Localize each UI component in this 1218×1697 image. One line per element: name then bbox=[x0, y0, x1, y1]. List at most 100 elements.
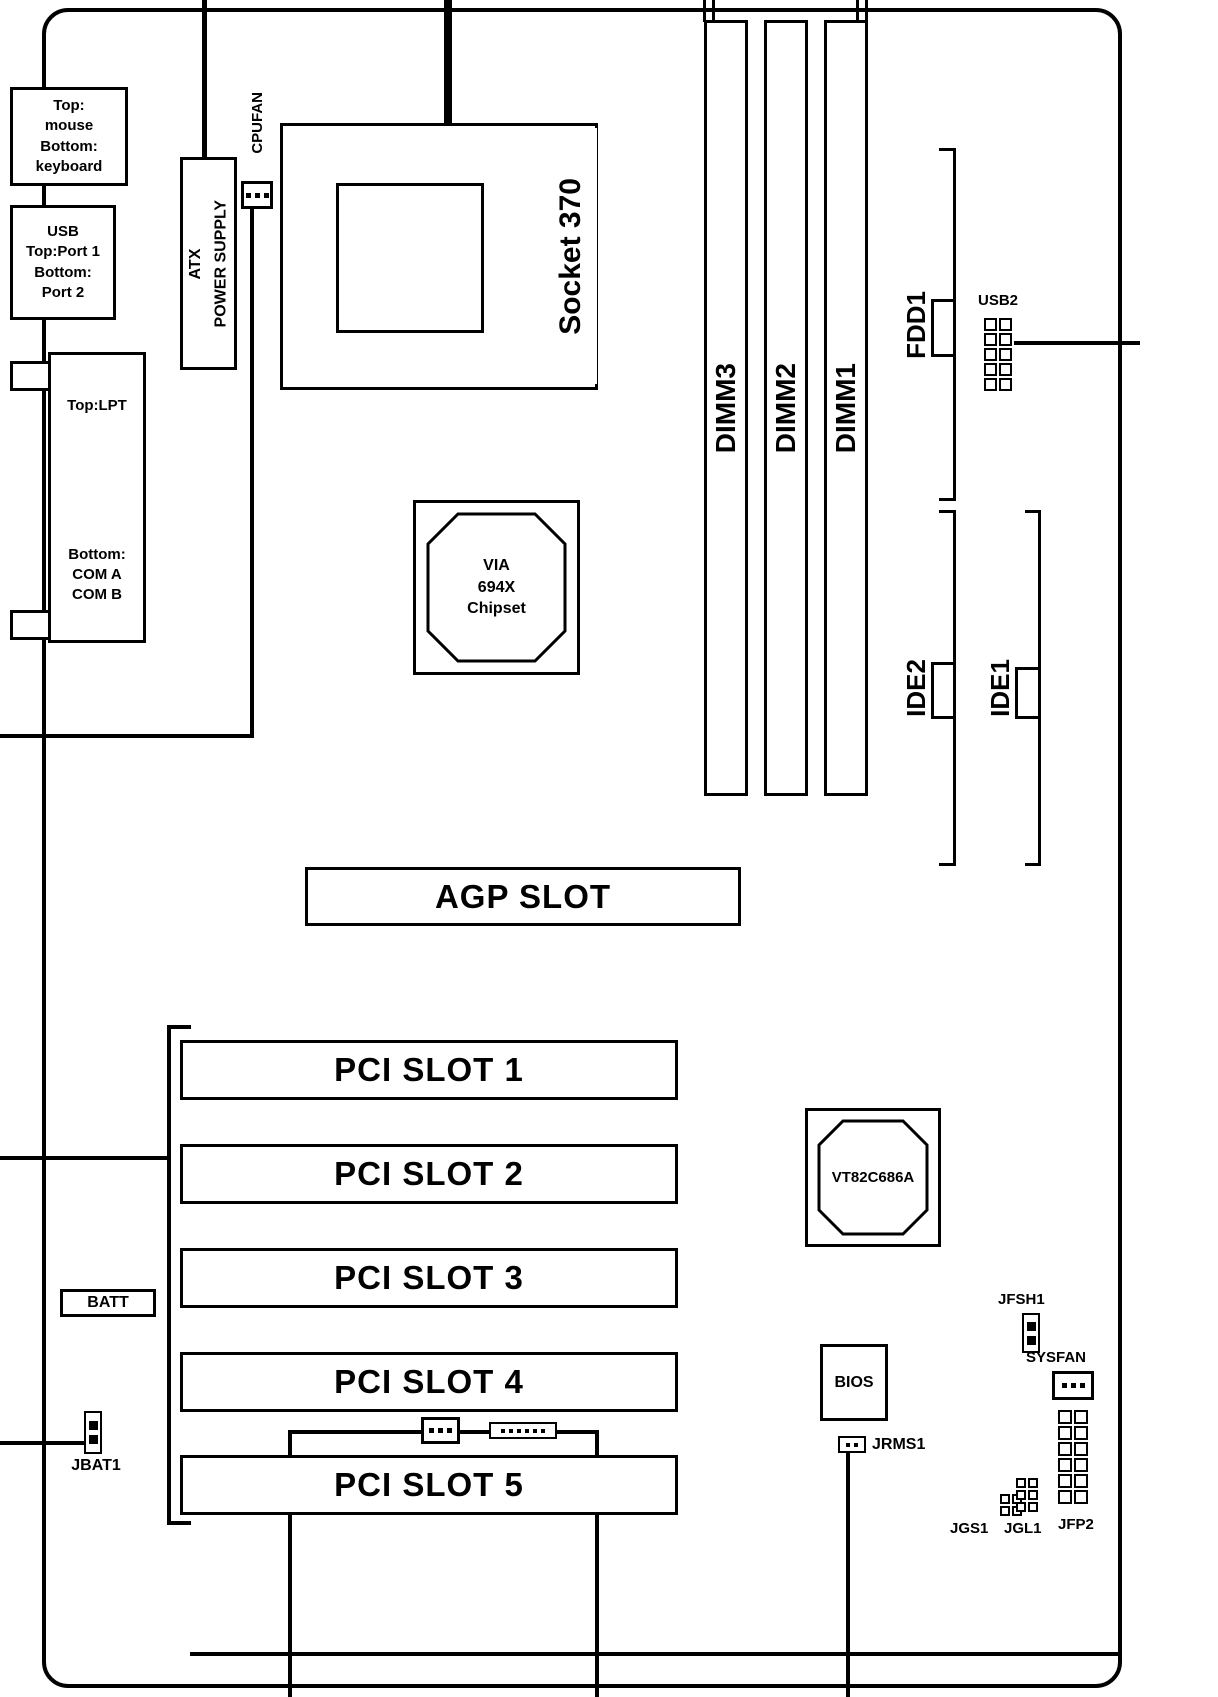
pin-dot bbox=[1079, 1383, 1085, 1388]
jfsh1-label-wrap: JFSH1 bbox=[998, 1291, 1062, 1311]
dimm2-label: DIMM2 bbox=[770, 362, 801, 454]
cpufan-label: CPUFAN bbox=[248, 92, 266, 154]
pin-dot bbox=[1070, 1383, 1076, 1388]
trace-left-pci bbox=[0, 1156, 170, 1160]
pin bbox=[1074, 1410, 1088, 1424]
pin-dot bbox=[533, 1428, 537, 1433]
jumper-pin bbox=[88, 1435, 98, 1444]
jfsh1-jumper bbox=[1022, 1313, 1040, 1353]
battery: BATT bbox=[60, 1289, 156, 1317]
cpufan-pins bbox=[244, 184, 270, 206]
trace-top-dimm-a bbox=[703, 0, 706, 22]
pin bbox=[1074, 1490, 1088, 1504]
jfp2-pins bbox=[1058, 1410, 1088, 1504]
pci-slot-1-label: PCI SLOT 1 bbox=[334, 1051, 524, 1088]
pin bbox=[1058, 1458, 1072, 1472]
pin-dot bbox=[263, 192, 269, 198]
dimm3-slot: DIMM3 bbox=[704, 20, 748, 796]
ide2-label: IDE2 bbox=[900, 659, 931, 717]
pin-dot bbox=[438, 1428, 443, 1433]
agp-slot-label: AGP SLOT bbox=[434, 877, 612, 915]
trace-left-jbat1 bbox=[0, 1441, 88, 1445]
retention-connector-b-pins bbox=[491, 1424, 555, 1437]
southbridge-label: VT82C686A bbox=[831, 1169, 915, 1186]
pin bbox=[984, 363, 997, 376]
pin bbox=[1028, 1502, 1038, 1512]
pin-dot bbox=[245, 192, 251, 198]
jrms1-pins bbox=[840, 1438, 864, 1451]
cpu-socket-label: Socket 370 bbox=[554, 177, 587, 335]
pin bbox=[1074, 1458, 1088, 1472]
ide1-label: IDE1 bbox=[984, 659, 1015, 717]
pin bbox=[984, 318, 997, 331]
pin bbox=[984, 348, 997, 361]
pin bbox=[999, 363, 1012, 376]
panel-lpt-label: Top:LPT bbox=[67, 396, 127, 414]
jbat1-jumper bbox=[84, 1411, 102, 1454]
pci-slot-4-label: PCI SLOT 4 bbox=[334, 1363, 524, 1400]
pin-dot bbox=[429, 1428, 434, 1433]
pin-dot bbox=[1061, 1383, 1067, 1388]
panel-com-tab bbox=[10, 610, 51, 640]
pin bbox=[1028, 1490, 1038, 1500]
atx-power-label: ATX POWER SUPPLY bbox=[186, 199, 230, 328]
pci-slot-3: PCI SLOT 3 bbox=[180, 1248, 678, 1308]
pin bbox=[1000, 1506, 1010, 1516]
jrms1-label-wrap: JRMS1 bbox=[872, 1436, 942, 1456]
pci-slot-5: PCI SLOT 5 bbox=[180, 1455, 678, 1515]
dimm1-label: DIMM1 bbox=[830, 362, 861, 454]
dimm1-slot: DIMM1 bbox=[824, 20, 868, 796]
jrms1-connector bbox=[838, 1436, 866, 1453]
ide2-key bbox=[931, 662, 956, 719]
northbridge-label-wrap: VIA 694X Chipset bbox=[426, 512, 567, 663]
cpufan-label-wrap: CPUFAN bbox=[244, 80, 270, 166]
pin-dot bbox=[846, 1442, 850, 1447]
bios-chip: BIOS bbox=[820, 1344, 888, 1421]
trace-jrms1-down bbox=[846, 1450, 850, 1697]
pin-dot bbox=[501, 1428, 505, 1433]
jgs1-label-wrap: JGS1 bbox=[950, 1520, 1002, 1540]
pin bbox=[1058, 1490, 1072, 1504]
panel-com-label: Bottom: COM A COM B bbox=[68, 545, 126, 604]
pci-slot-2: PCI SLOT 2 bbox=[180, 1144, 678, 1204]
pin-dot bbox=[447, 1428, 452, 1433]
board-bottom-inner-line bbox=[190, 1652, 1122, 1656]
pin bbox=[1016, 1490, 1026, 1500]
sysfan-connector bbox=[1052, 1371, 1094, 1400]
pci-bracket-top-tick bbox=[167, 1025, 191, 1029]
pci-slot-1: PCI SLOT 1 bbox=[180, 1040, 678, 1100]
jumper-pin bbox=[1026, 1335, 1036, 1345]
panel-mouse-keyboard: Top: mouse Bottom: keyboard bbox=[10, 87, 128, 186]
jbat1-label-wrap: JBAT1 bbox=[58, 1456, 134, 1476]
jumper-pin bbox=[1026, 1321, 1036, 1331]
ide1-key bbox=[1015, 667, 1041, 719]
northbridge-octagon bbox=[426, 512, 567, 663]
southbridge-octagon bbox=[817, 1119, 929, 1236]
trace-top-dimm-d bbox=[865, 0, 868, 22]
pin bbox=[1074, 1426, 1088, 1440]
retention-connector-a-pins bbox=[424, 1420, 457, 1441]
pci-slot-5-label: PCI SLOT 5 bbox=[334, 1466, 524, 1503]
retention-connector-b bbox=[489, 1422, 557, 1439]
usb2-label-wrap: USB2 bbox=[978, 292, 1038, 312]
cpu-socket-inner bbox=[336, 183, 484, 333]
pin bbox=[1058, 1410, 1072, 1424]
cpufan-connector bbox=[241, 181, 273, 209]
pci-bracket-vertical bbox=[167, 1025, 171, 1525]
pin bbox=[1074, 1442, 1088, 1456]
cpu-socket-line bbox=[283, 367, 546, 370]
pin bbox=[1058, 1442, 1072, 1456]
agp-slot: AGP SLOT bbox=[305, 867, 741, 926]
fdd1-key bbox=[931, 299, 956, 357]
pci-slot-3-label: PCI SLOT 3 bbox=[334, 1259, 524, 1296]
trace-cpufan-down bbox=[250, 208, 254, 738]
panel-mouse-keyboard-label: Top: mouse Bottom: keyboard bbox=[35, 97, 103, 175]
retention-right bbox=[595, 1430, 599, 1697]
pin bbox=[1058, 1474, 1072, 1488]
jfp2-label: JFP2 bbox=[1058, 1516, 1094, 1533]
trace-top-socket bbox=[444, 0, 452, 130]
trace-top-dimm-c bbox=[856, 0, 859, 22]
pin bbox=[999, 333, 1012, 346]
panel-usb-label: USB Top:Port 1 Bottom: Port 2 bbox=[26, 223, 100, 301]
dimm2-slot: DIMM2 bbox=[764, 20, 808, 796]
